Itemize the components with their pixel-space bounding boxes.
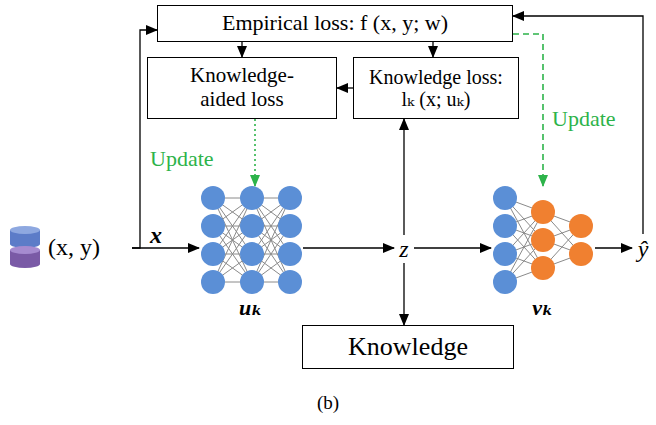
network-illustration	[199, 186, 303, 296]
figure-caption-letter: (b)	[0, 392, 656, 414]
flow-arrow	[403, 119, 404, 235]
update-label: Update	[552, 106, 616, 132]
loss-box: Knowledge- aided loss	[147, 57, 337, 119]
node-text: Knowledge loss: lₖ (x; uₖ)	[361, 66, 511, 111]
latent-variable: z	[394, 235, 414, 263]
loss-box: Empirical loss: f (x, y; w)	[157, 5, 513, 42]
flow-arrow	[337, 87, 353, 88]
loss-box: Knowledge loss: lₖ (x; uₖ)	[353, 57, 519, 119]
node-text: z	[399, 236, 408, 263]
update-label: Update	[150, 146, 214, 172]
flow-arrow	[132, 247, 199, 248]
network-illustration	[491, 186, 595, 296]
flow-arrow	[241, 42, 242, 57]
flow-arrow	[513, 16, 643, 234]
node-text: uₖ	[239, 296, 263, 321]
update-arrow	[254, 119, 256, 186]
flow-arrow	[595, 247, 632, 248]
flow-arrow	[403, 263, 404, 325]
flow-arrow	[414, 247, 491, 248]
node-text: vₖ	[532, 296, 553, 321]
output-variable: ŷ	[632, 234, 654, 264]
network: uₖ	[199, 186, 303, 336]
knowledge-box: Knowledge	[302, 325, 514, 369]
network: vₖ	[491, 186, 595, 336]
node-text: Empirical loss: f (x, y; w)	[222, 11, 448, 36]
flow-arrow	[303, 247, 394, 248]
node-text: ŷ	[638, 236, 649, 263]
dataset-icon	[8, 224, 42, 270]
node-text: (x, y)	[48, 234, 100, 261]
node-text: Knowledge- aided loss	[172, 64, 312, 111]
dataset: (x, y)	[8, 224, 132, 270]
edge-variable: x	[150, 222, 162, 249]
node-text: Knowledge	[348, 332, 468, 361]
flow-arrow	[432, 42, 433, 57]
